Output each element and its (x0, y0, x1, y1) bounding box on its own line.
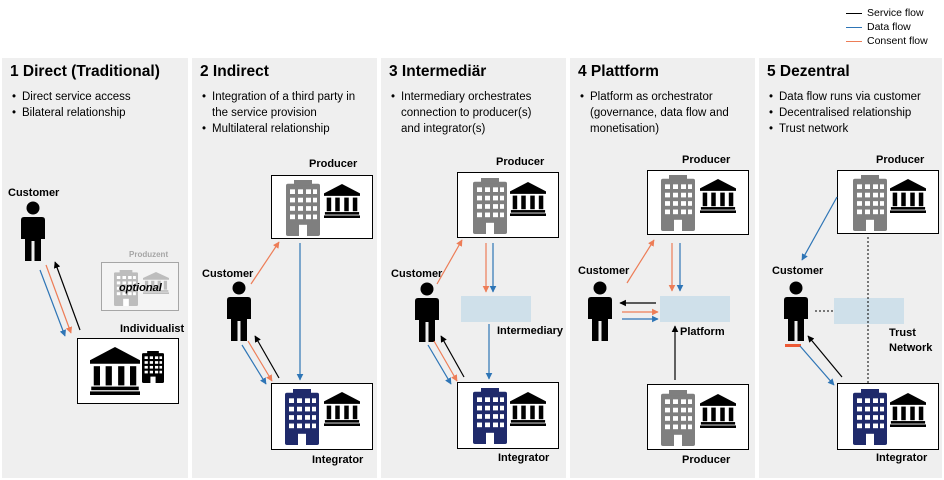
legend: Service flow Data flow Consent flow (846, 6, 942, 48)
legend-swatch-consent (846, 41, 862, 42)
legend-item-data: Data flow (846, 20, 942, 34)
data-flow-arrow (799, 345, 835, 386)
data-flow-arrow (241, 344, 267, 385)
panel-title: 3 Intermediär (389, 63, 487, 80)
trust-network-bar (834, 298, 904, 324)
legend-label-service: Service flow (867, 7, 924, 19)
bullet-item: Bilateral relationship (12, 105, 131, 121)
bullet-item: Direct service access (12, 89, 131, 105)
optional-label: optional (119, 282, 162, 294)
legend-item-consent: Consent flow (846, 34, 942, 48)
panel-intermediary: 3 Intermediär Intermediary orchestrates … (381, 58, 566, 478)
consent-flow-arrow (436, 239, 463, 285)
integrator-label: Integrator (312, 454, 364, 466)
producer-label: Producer (309, 158, 358, 170)
panel-title: 2 Indirect (200, 63, 269, 80)
bullet-item: Integration of a third party in (202, 89, 355, 105)
produzent-label: Produzent (129, 250, 169, 259)
bullet-item-continued: monetisation) (590, 123, 660, 135)
producer-label-bottom: Producer (682, 454, 731, 466)
panel-indirect: 2 Indirect Integration of a third party … (192, 58, 377, 478)
customer-label: Customer (772, 265, 824, 277)
data-flow-arrow (427, 344, 452, 385)
bullet-list: Integration of a third party in the serv… (202, 89, 355, 137)
platform-label: Platform (680, 326, 725, 338)
bullet-item: Trust network (769, 121, 921, 137)
service-flow-arrow (53, 261, 81, 331)
platform-bar (660, 296, 730, 322)
integrator-box (271, 383, 373, 450)
bullet-list: Data flow runs via customer Decentralise… (769, 89, 921, 137)
bullet-item: Multilateral relationship (202, 121, 355, 137)
customer-marker (785, 344, 801, 347)
integrator-box (457, 382, 559, 449)
bullet-item-continued: (governance, data flow and (590, 107, 729, 119)
legend-label-data: Data flow (867, 21, 911, 33)
producer-box (271, 175, 373, 239)
panel-decentral: 5 Dezentral Data flow runs via customer … (759, 58, 942, 478)
service-flow-arrow (440, 335, 465, 378)
bullet-list: Direct service access Bilateral relation… (12, 89, 131, 121)
trust-network-label-line2: Network (889, 342, 933, 354)
service-flow-arrow (254, 335, 280, 379)
panel-title: 5 Dezentral (767, 63, 850, 80)
bullet-item: Intermediary orchestrates (391, 89, 531, 105)
panel-title: 4 Plattform (578, 63, 659, 80)
legend-label-consent: Consent flow (867, 35, 928, 47)
data-flow-arrow (801, 196, 838, 261)
customer-label: Customer (391, 268, 443, 280)
panel-platform: 4 Plattform Platform as orchestrator (go… (570, 58, 755, 478)
producer-box-top (647, 170, 749, 235)
consent-flow-arrow (45, 264, 73, 334)
producer-box-bottom (647, 384, 749, 450)
optional-producer-box: optional (101, 262, 179, 311)
bullet-list: Platform as orchestrator (governance, da… (580, 89, 729, 137)
consent-flow-arrow (247, 340, 273, 382)
consent-flow-arrow (626, 239, 655, 284)
producer-box (837, 170, 939, 234)
individualist-label: Individualist (120, 323, 185, 335)
individualist-box (77, 338, 179, 404)
producer-box (457, 172, 559, 238)
consent-flow-arrow (433, 340, 458, 382)
panel-direct: 1 Direct (Traditional) Direct service ac… (2, 58, 188, 478)
producer-label-top: Producer (682, 154, 731, 166)
customer-label: Customer (8, 187, 60, 199)
bullet-item: Decentralised relationship (769, 105, 921, 121)
producer-label: Producer (876, 154, 925, 166)
trust-network-label-line1: Trust (889, 327, 916, 339)
consent-flow-arrow (250, 241, 280, 285)
legend-swatch-data (846, 27, 862, 28)
integrator-label: Integrator (498, 452, 550, 464)
intermediary-label: Intermediary (497, 325, 564, 337)
bullet-item: Data flow runs via customer (769, 89, 921, 105)
panel-title: 1 Direct (Traditional) (10, 63, 160, 80)
data-flow-arrow (39, 269, 66, 337)
legend-swatch-service (846, 13, 862, 14)
customer-label: Customer (202, 268, 254, 280)
bullet-list: Intermediary orchestrates connection to … (391, 89, 531, 137)
customer-label: Customer (578, 265, 630, 277)
bullet-item-continued: connection to producer(s) (401, 107, 532, 119)
integrator-label: Integrator (876, 452, 928, 464)
bullet-item: Platform as orchestrator (580, 89, 729, 105)
intermediary-bar (461, 296, 531, 322)
legend-item-service: Service flow (846, 6, 942, 20)
integrator-box (837, 383, 939, 450)
bullet-item-continued: and integrator(s) (401, 123, 486, 135)
service-flow-arrow (807, 335, 843, 378)
producer-label: Producer (496, 156, 545, 168)
bullet-item-continued: the service provision (212, 107, 317, 119)
